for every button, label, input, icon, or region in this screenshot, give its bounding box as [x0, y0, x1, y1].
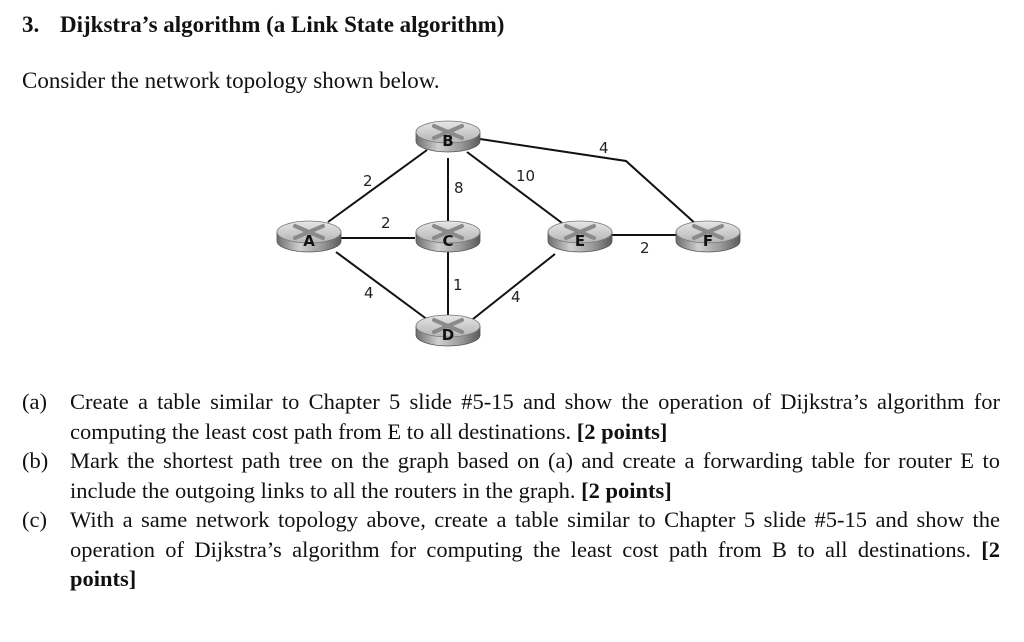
edge-label-C-D: 1 [453, 276, 463, 294]
router-label-B: B [442, 132, 453, 150]
question-b-points: [2 points] [581, 477, 672, 503]
edge-B-E [466, 151, 567, 227]
edge-A-D [335, 251, 429, 321]
router-arrows-icon [432, 124, 464, 140]
question-heading: 3. Dijkstra’s algorithm (a Link State alg… [22, 12, 504, 38]
router-D: D [415, 314, 481, 347]
question-a-text: Create a table similar to Chapter 5 slid… [70, 389, 1000, 444]
question-b: (b) Mark the shortest path tree on the g… [22, 446, 1000, 505]
edge-label-A-C: 2 [381, 214, 391, 232]
question-c-text: With a same network topology above, crea… [70, 507, 1000, 562]
edge-label-B-E: 10 [516, 167, 535, 185]
question-a: (a) Create a table similar to Chapter 5 … [22, 387, 1000, 446]
edge-label-D-E: 4 [511, 288, 521, 306]
edges [327, 138, 698, 324]
router-label-A: A [303, 232, 315, 250]
intro-text: Consider the network topology shown belo… [22, 68, 440, 93]
router-arrows-icon [293, 224, 325, 240]
question-c-label: (c) [22, 507, 47, 532]
edge-D-E [467, 253, 556, 324]
router-A: A [276, 220, 342, 253]
routers: A B C D E F [276, 120, 741, 347]
question-b-label: (b) [22, 448, 49, 473]
router-label-C: C [442, 232, 453, 250]
router-label-E: E [575, 232, 585, 250]
edge-A-B [327, 149, 428, 223]
question-a-points: [2 points] [576, 418, 668, 444]
router-arrows-icon [432, 224, 464, 240]
router-F: F [675, 220, 741, 253]
question-c-points: [2 points] [70, 536, 1001, 592]
question-number: 3. [22, 12, 40, 37]
question-a-label: (a) [22, 389, 47, 414]
router-arrows-icon [564, 224, 596, 240]
router-B: B [415, 120, 481, 153]
edge-labels: 2 2 4 8 10 4 1 4 2 [363, 139, 650, 306]
edge-label-E-F: 2 [640, 239, 650, 257]
edge-label-A-D: 4 [364, 284, 374, 302]
router-label-D: D [442, 326, 454, 344]
router-arrows-icon [432, 318, 464, 334]
router-E: E [547, 220, 613, 253]
edge-label-B-F: 4 [599, 139, 609, 157]
router-C: C [415, 220, 481, 253]
question-title: Dijkstra’s algorithm (a Link State algor… [60, 12, 505, 37]
edge-label-A-B: 2 [363, 172, 373, 190]
router-label-F: F [703, 232, 713, 250]
question-b-text: Mark the shortest path tree on the graph… [70, 448, 1000, 503]
question-c: (c) With a same network topology above, … [22, 505, 1000, 594]
router-arrows-icon [692, 224, 724, 240]
question-list: (a) Create a table similar to Chapter 5 … [22, 387, 1000, 594]
edge-B-F [479, 138, 698, 226]
edge-label-B-C: 8 [454, 179, 464, 197]
network-topology-diagram: 2 2 4 8 10 4 1 4 2 A B C D E F [276, 120, 741, 347]
